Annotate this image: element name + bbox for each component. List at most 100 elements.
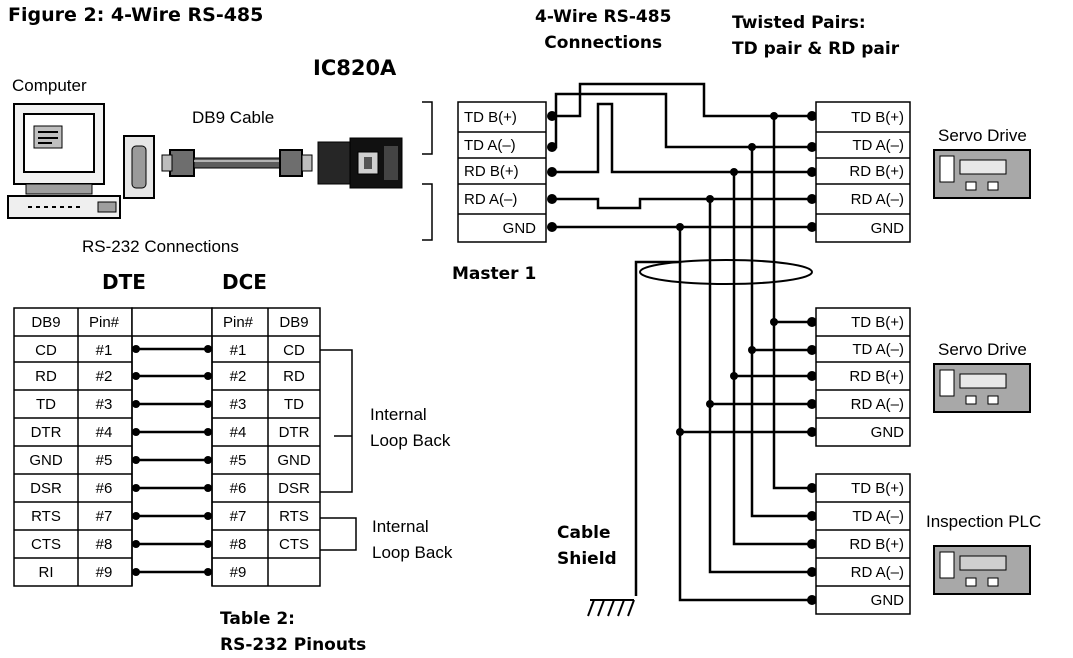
rs485-junction-dots bbox=[547, 111, 817, 605]
device-label-1: Servo Drive bbox=[938, 126, 1027, 145]
device1-terminal-block: TD B(+)TD A(–)RD B(+)RD A(–)GND bbox=[815, 101, 911, 243]
pin-dot bbox=[204, 512, 212, 520]
terminal-label: RD A(–) bbox=[851, 564, 904, 581]
table-cell: GND bbox=[277, 452, 311, 469]
table-cell: #6 bbox=[96, 480, 113, 497]
table-cell: RD bbox=[35, 368, 57, 385]
terminal-label: TD A(–) bbox=[852, 341, 904, 358]
db9-cable-label: DB9 Cable bbox=[192, 108, 275, 127]
pin-dot bbox=[132, 345, 140, 353]
device3-terminal-block: TD B(+)TD A(–)RD B(+)RD A(–)GND bbox=[815, 473, 911, 615]
table-cell: #2 bbox=[230, 368, 247, 385]
table-cell: TD bbox=[36, 396, 56, 413]
inspection-plc-icon bbox=[933, 545, 1031, 595]
shield-line2: Shield bbox=[557, 549, 617, 569]
rs485-wiring bbox=[552, 82, 812, 602]
terminal-label: TD A(–) bbox=[852, 137, 904, 154]
ic820a-label: IC820A bbox=[313, 56, 397, 80]
table-header: Pin# bbox=[89, 314, 120, 331]
rs485-line2: Connections bbox=[544, 33, 663, 53]
pin-dot bbox=[132, 512, 140, 520]
servo-drive-1-icon bbox=[933, 149, 1031, 199]
db9-cable-icon bbox=[161, 149, 313, 177]
master-terminal-block: TD B(+)TD A(–)RD B(+)RD A(–)GND bbox=[457, 101, 547, 243]
device-label-2: Servo Drive bbox=[938, 340, 1027, 359]
terminal-label: TD B(+) bbox=[851, 314, 904, 331]
table-header: DB9 bbox=[279, 314, 308, 331]
table-cell: #4 bbox=[96, 424, 113, 441]
loopback-label-1: Internal Loop Back bbox=[370, 402, 450, 454]
table-cell: GND bbox=[29, 452, 63, 469]
pin-dot bbox=[204, 345, 212, 353]
table-caption-line1: Table 2: bbox=[220, 609, 295, 629]
table-cell: #2 bbox=[96, 368, 113, 385]
terminal-label: TD B(+) bbox=[851, 480, 904, 497]
terminal-label: RD B(+) bbox=[849, 368, 904, 385]
terminal-label: GND bbox=[503, 220, 537, 237]
db9-port-icon bbox=[123, 135, 155, 199]
terminal-label: RD B(+) bbox=[849, 163, 904, 180]
table-cell: #9 bbox=[96, 564, 113, 581]
table-cell: #5 bbox=[96, 452, 113, 469]
pin-dot bbox=[132, 540, 140, 548]
pin-dot bbox=[132, 484, 140, 492]
rd-bracket bbox=[422, 183, 433, 241]
twisted-pairs-label: Twisted Pairs: TD pair & RD pair bbox=[732, 10, 899, 62]
rs232-connections-label: RS-232 Connections bbox=[82, 237, 239, 256]
rs485-line1: 4-Wire RS-485 bbox=[535, 7, 672, 27]
table-cell: #3 bbox=[230, 396, 247, 413]
table-cell: DTR bbox=[31, 424, 62, 441]
table-cell: #7 bbox=[230, 508, 247, 525]
pin-dot bbox=[204, 484, 212, 492]
terminal-label: GND bbox=[871, 592, 905, 609]
loopback-label-2: Internal Loop Back bbox=[372, 514, 452, 566]
td-bracket bbox=[422, 101, 433, 155]
pin-dot bbox=[204, 372, 212, 380]
table-cell: DTR bbox=[279, 424, 310, 441]
table-caption: Table 2: RS-232 Pinouts bbox=[220, 606, 366, 658]
pin-dot bbox=[204, 568, 212, 576]
pin-dot bbox=[204, 540, 212, 548]
table-cell: CTS bbox=[31, 536, 61, 553]
terminal-label: TD B(+) bbox=[464, 109, 517, 126]
pin-dot bbox=[132, 372, 140, 380]
terminal-label: TD B(+) bbox=[851, 109, 904, 126]
table-cell: RTS bbox=[279, 508, 309, 525]
table-cell: CD bbox=[35, 342, 57, 359]
table-cell: #4 bbox=[230, 424, 247, 441]
master-label: Master 1 bbox=[452, 264, 537, 284]
table-cell: #3 bbox=[96, 396, 113, 413]
pin-dot bbox=[132, 568, 140, 576]
loopback-bracket-2 bbox=[320, 517, 357, 551]
table-cell: #7 bbox=[96, 508, 113, 525]
table-cell: #6 bbox=[230, 480, 247, 497]
device2-terminal-block: TD B(+) TD A(–) RD B(+) RD A(–) GND bbox=[815, 307, 911, 447]
table-header: DB9 bbox=[31, 314, 60, 331]
terminal-label: GND bbox=[871, 424, 905, 441]
pin-dot bbox=[132, 400, 140, 408]
dte-label: DTE bbox=[102, 270, 146, 294]
terminal-label: RD A(–) bbox=[851, 396, 904, 413]
table-cell: #8 bbox=[230, 536, 247, 553]
twisted-line2: TD pair & RD pair bbox=[732, 39, 900, 59]
computer-label: Computer bbox=[12, 76, 87, 95]
pin-dot bbox=[204, 428, 212, 436]
table-cell: RI bbox=[39, 564, 54, 581]
loop1-line2: Loop Back bbox=[370, 431, 451, 450]
terminal-label: TD A(–) bbox=[852, 508, 904, 525]
terminal-label: GND bbox=[871, 220, 905, 237]
table-header: Pin# bbox=[223, 314, 254, 331]
device-label-3: Inspection PLC bbox=[926, 512, 1042, 531]
table-cell: #1 bbox=[96, 342, 113, 359]
table-row: RI#9#9 bbox=[39, 564, 247, 581]
ground-symbol-icon bbox=[587, 599, 635, 617]
rs485-connections-label: 4-Wire RS-485 Connections bbox=[535, 4, 671, 56]
